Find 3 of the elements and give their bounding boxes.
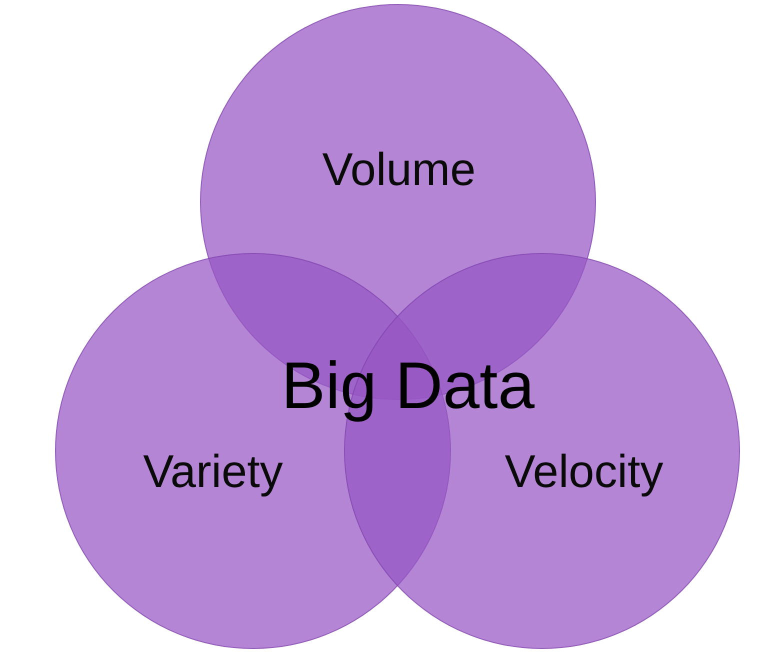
circle-label: Variety (143, 448, 283, 494)
circle-label: Velocity (504, 448, 664, 494)
circle-label: Volume (322, 146, 476, 192)
